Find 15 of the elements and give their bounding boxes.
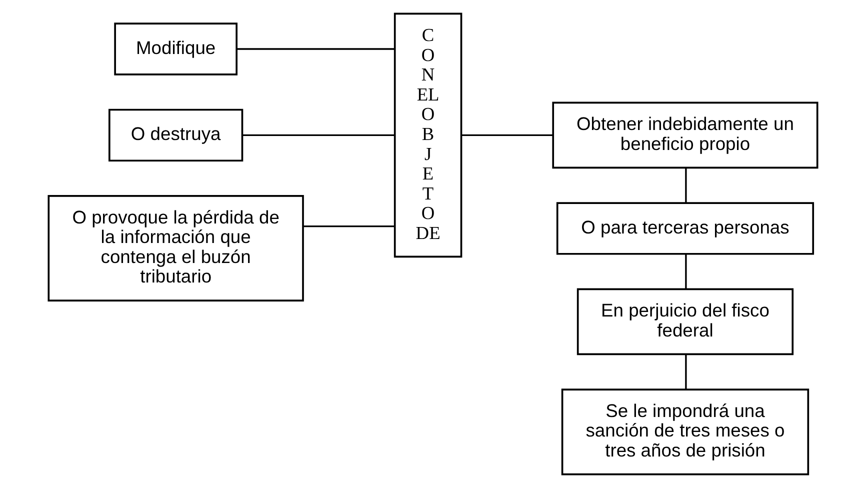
node-box: O destruya — [108, 108, 244, 162]
node-box: Modifique — [114, 22, 238, 76]
node-box: C O N EL O B J E T O DE — [394, 12, 462, 258]
connector — [685, 254, 687, 289]
connector — [685, 354, 687, 390]
connector — [303, 225, 394, 228]
connector — [462, 134, 553, 136]
connector — [236, 48, 395, 50]
node-box: Obtener indebidamente un beneficio propio — [552, 102, 818, 169]
node-box: Se le impondrá una sanción de tres meses o tres años de prisión — [561, 388, 810, 476]
node-box: O provoque la pérdida de la información que contenga el buzón tributario — [48, 195, 304, 302]
connector — [685, 168, 687, 202]
node-box: O para terceras personas — [556, 202, 814, 255]
node-box: En perjuicio del fisco federal — [576, 288, 794, 356]
connector — [242, 134, 395, 136]
